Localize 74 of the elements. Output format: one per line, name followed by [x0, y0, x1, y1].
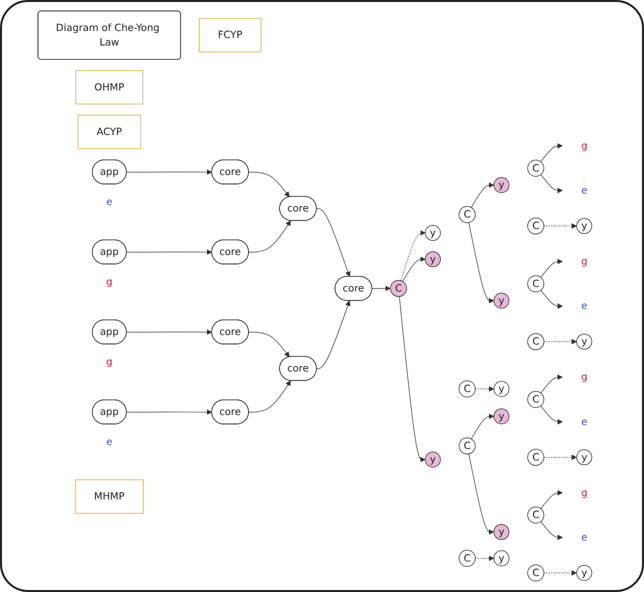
node-circle: C [527, 333, 544, 350]
node-text: g [581, 140, 588, 152]
node-text: e [581, 416, 588, 428]
node-text: e [581, 300, 588, 312]
arrow [126, 329, 212, 335]
arrow [468, 454, 494, 535]
arrow [399, 296, 426, 462]
node-label: g [106, 356, 112, 368]
arrow [544, 223, 577, 229]
node-circle: y [576, 218, 592, 234]
arrow [474, 386, 494, 392]
arrow [248, 172, 290, 198]
node-circle: y [424, 225, 441, 241]
arrow [470, 414, 494, 440]
node-box: OHMP [76, 70, 144, 104]
arrow [126, 249, 212, 255]
node-box: MHMP [75, 480, 144, 514]
node-text: e [581, 531, 588, 544]
node-circle: C [458, 380, 476, 398]
node-label: e [106, 436, 112, 448]
node-circle: C [458, 437, 476, 454]
arrow [248, 332, 290, 358]
arrow [540, 290, 563, 309]
node-circle: C [527, 218, 544, 234]
arrow [248, 220, 291, 253]
node-circle: C [527, 275, 544, 292]
arrow [126, 169, 212, 175]
node-circle: y [576, 565, 592, 581]
node-circle: C [527, 564, 544, 582]
node-text: g [581, 370, 588, 383]
arrow [316, 300, 350, 370]
arrow [372, 286, 391, 292]
node-text: g [581, 255, 588, 268]
node-circle: y [494, 381, 510, 397]
arrow [400, 230, 426, 281]
arrow [540, 258, 563, 278]
node-box: ACYP [78, 114, 141, 149]
node-circle: C [458, 206, 476, 223]
node-text: e [581, 184, 588, 196]
node-text: g [581, 486, 588, 498]
arrow [540, 143, 563, 162]
arrow [544, 570, 577, 576]
arrow [248, 380, 291, 413]
arrow [540, 174, 563, 194]
arrow [470, 182, 494, 208]
node-circle: y [576, 449, 592, 466]
arrow [402, 256, 426, 282]
arrow [544, 338, 577, 344]
node-circle: y [424, 452, 441, 468]
arrow [316, 208, 350, 277]
node-circle: C [527, 391, 544, 408]
node-box: FCYP [198, 18, 262, 52]
node-circle: y [494, 292, 510, 309]
node-circle: y [576, 334, 592, 350]
arrow [540, 406, 563, 425]
arrow [540, 490, 563, 510]
arrow [540, 521, 563, 540]
node-circle: y [494, 177, 510, 193]
node-circle: C [527, 448, 544, 466]
node-circle: y [494, 550, 510, 566]
arrow [468, 222, 494, 304]
arrow [474, 556, 494, 562]
node-circle: C [390, 280, 407, 297]
arrow [544, 454, 577, 460]
arrow [540, 374, 563, 394]
arrow [126, 409, 212, 415]
node-circle: C [527, 160, 544, 177]
node-circle: y [424, 251, 441, 268]
node-circle: C [527, 506, 544, 524]
node-label: e [106, 196, 112, 208]
node-label: g [106, 276, 112, 288]
node-circle: y [494, 524, 510, 540]
node-circle: C [458, 550, 476, 567]
node-circle: y [494, 408, 510, 424]
